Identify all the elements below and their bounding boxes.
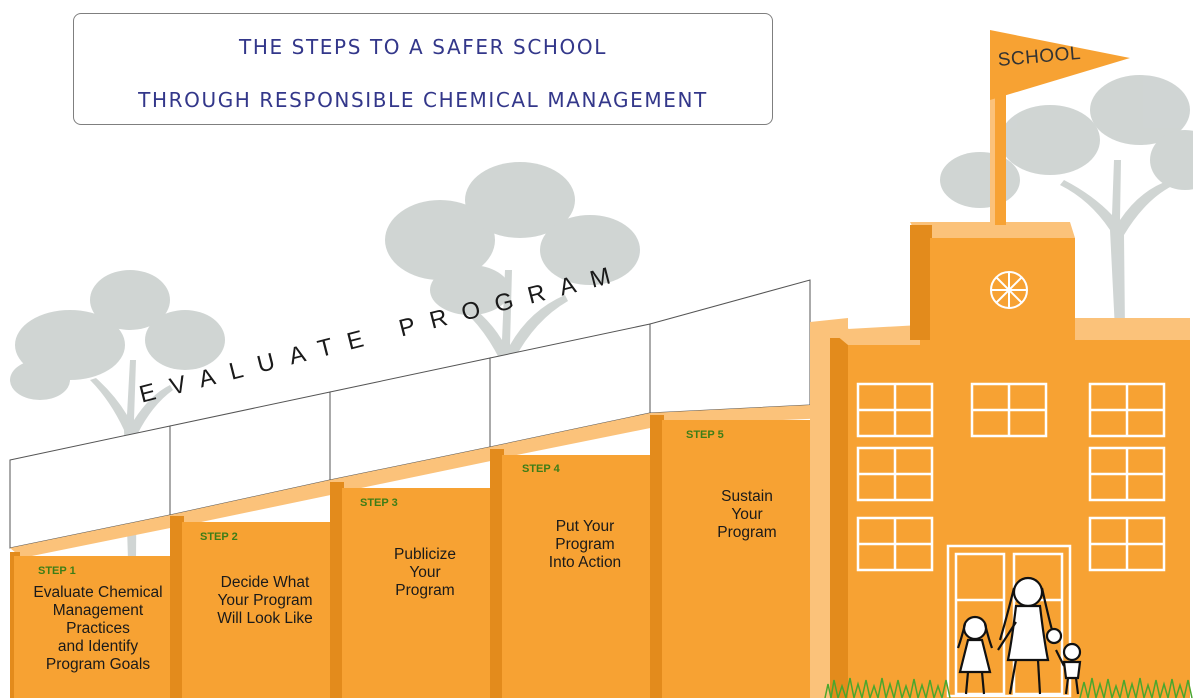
- window: [856, 516, 934, 572]
- grass: [824, 677, 1193, 698]
- window: [1088, 516, 1166, 572]
- windows: [856, 382, 1166, 572]
- step-2-text: Decide What Your Program Will Look Like: [217, 574, 313, 627]
- clock-icon: [990, 271, 1028, 309]
- tree-icon: [385, 162, 640, 520]
- child-figure: [1045, 627, 1082, 695]
- step-3-number: STEP 3: [360, 497, 398, 509]
- step-5-number: STEP 5: [686, 429, 724, 441]
- step-block-3: [330, 447, 505, 698]
- child-figure: [956, 615, 994, 695]
- adult-figure: [997, 576, 1054, 695]
- steps-staircase: [10, 405, 832, 698]
- evaluate-banner: [9, 279, 811, 549]
- step-block-2: [170, 480, 345, 698]
- step-block-4: [490, 413, 665, 698]
- window: [856, 382, 934, 438]
- step-block-1: [10, 515, 185, 698]
- school-flag: [990, 30, 1130, 100]
- step-4-number: STEP 4: [522, 463, 560, 475]
- window: [1088, 446, 1166, 502]
- title-box: THE STEPS TO A SAFER SCHOOL THROUGH RESP…: [73, 13, 773, 125]
- step-5-text: Sustain Your Program: [717, 488, 777, 541]
- window: [970, 382, 1048, 438]
- people-icon: [956, 576, 1082, 695]
- window: [856, 446, 934, 502]
- window: [1088, 382, 1166, 438]
- step-3-text: Publicize Your Program: [393, 546, 457, 599]
- title-line-2: THROUGH RESPONSIBLE CHEMICAL MANAGEMENT: [138, 88, 708, 112]
- step-1-number: STEP 1: [38, 565, 76, 577]
- step-block-5: [650, 405, 832, 698]
- step-1-text: Evaluate Chemical Management Practices a…: [33, 584, 163, 673]
- step-4-text: Put Your Program Into Action: [548, 518, 622, 571]
- step-2-number: STEP 2: [200, 531, 238, 543]
- title-line-1: THE STEPS TO A SAFER SCHOOL: [239, 35, 607, 59]
